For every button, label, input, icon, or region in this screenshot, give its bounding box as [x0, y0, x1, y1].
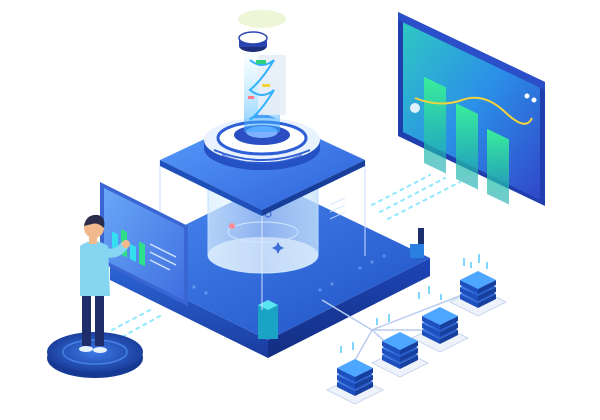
- dashboard-bar: [487, 128, 509, 205]
- operator-figure: [79, 214, 130, 353]
- indicator-dot: [531, 97, 537, 103]
- node-stack: [410, 307, 470, 353]
- floating-disc: [238, 10, 286, 28]
- data-particles: [340, 254, 488, 353]
- operator-leg: [82, 292, 91, 346]
- glass-data-cylinder: [159, 160, 366, 310]
- dashboard-bar: [424, 76, 446, 174]
- helix-icon: [248, 59, 275, 121]
- bar-chart-dashboard: [398, 12, 545, 206]
- dashboard-bars: [424, 76, 509, 205]
- dashboard-bar: [456, 103, 478, 190]
- scanner-lens: [204, 118, 320, 170]
- glow-dot: [410, 103, 420, 113]
- network-node-stacks: [325, 271, 508, 405]
- sparkle-star: [272, 242, 284, 254]
- node-stack: [325, 359, 385, 405]
- trend-line: [414, 96, 533, 125]
- side-panel-bar: [130, 243, 136, 262]
- operator-hair: [84, 214, 105, 228]
- sparkle-dot: [229, 223, 235, 229]
- node-stack: [448, 271, 508, 317]
- node-stack: [370, 332, 430, 378]
- indicator-dot: [524, 93, 530, 99]
- operator-leg: [95, 292, 104, 346]
- front-corner-post: [258, 305, 278, 339]
- right-corner-post: [418, 228, 424, 254]
- data-beam-column: [238, 10, 286, 132]
- side-panel-bar: [139, 241, 145, 267]
